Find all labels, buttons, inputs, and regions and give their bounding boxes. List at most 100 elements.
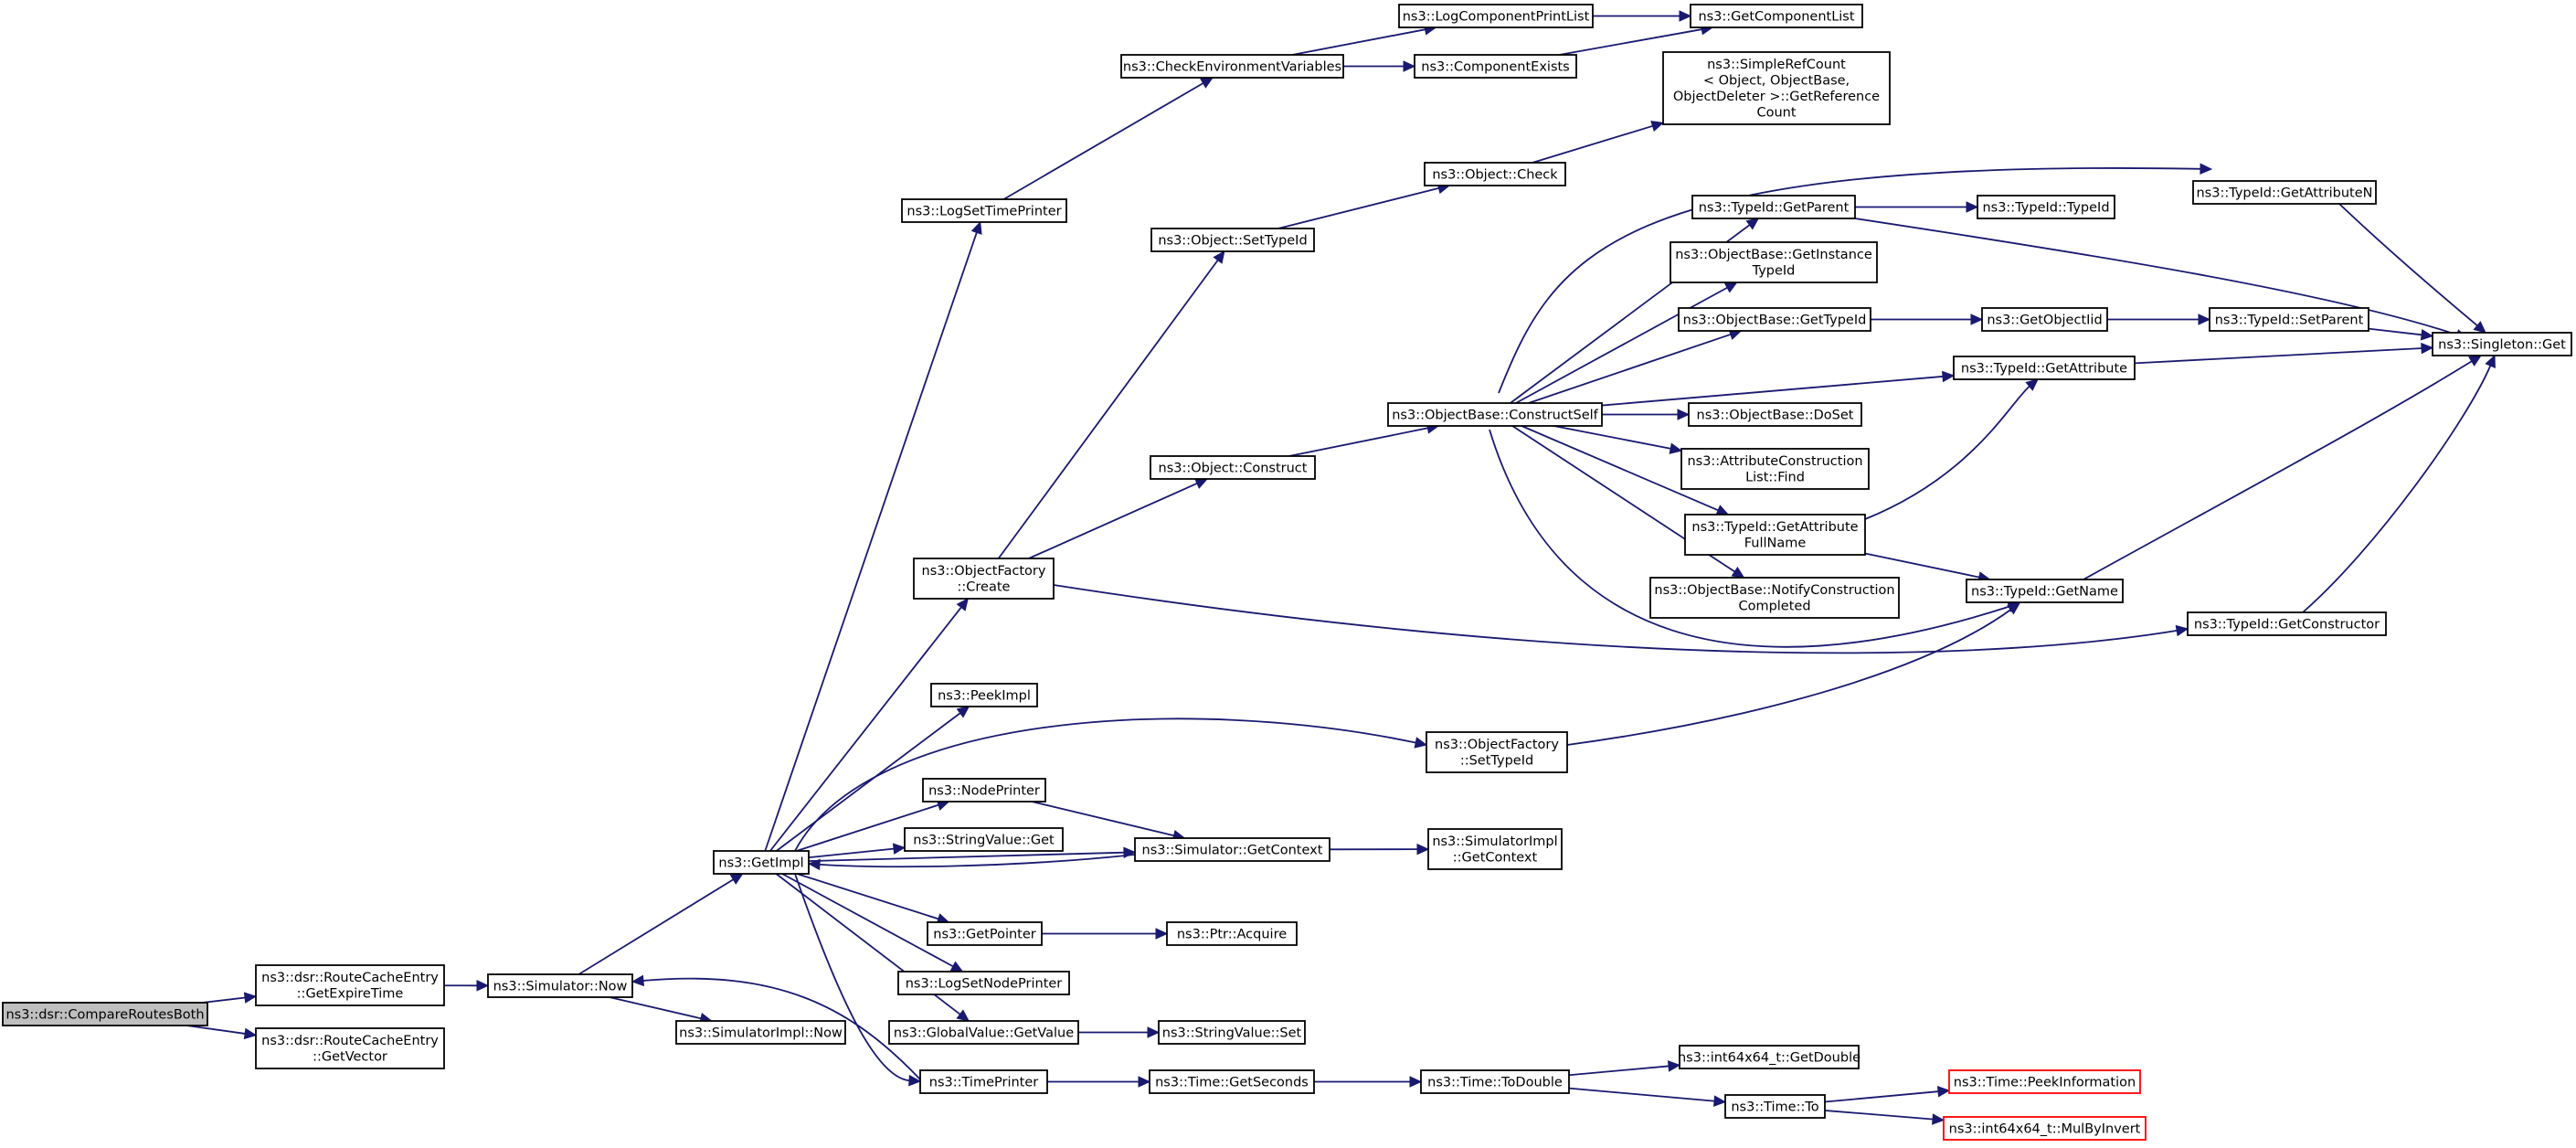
node-box [255, 964, 445, 1006]
node-box [255, 1027, 445, 1069]
node-ns3-globalvalue-getvalue[interactable]: ns3::GlobalValue::GetValue [888, 1020, 1079, 1045]
node-ns3-stringvalue-get[interactable]: ns3::StringValue::Get [904, 827, 1064, 852]
node-label: ns3::ObjectFactory [1435, 738, 1559, 752]
node-box [1150, 228, 1315, 252]
node-ns3-time-getseconds[interactable]: ns3::Time::GetSeconds [1149, 1069, 1315, 1094]
node-label: ns3::TypeId::GetAttribute [1691, 520, 1858, 535]
node-ns3-peekimpl[interactable]: ns3::PeekImpl [930, 683, 1038, 707]
node-ns3-typeid-typeid[interactable]: ns3::TypeId::TypeId [1977, 195, 2115, 219]
node-label: ns3::ObjectBase::GetTypeId [1683, 313, 1867, 327]
node-ns3-objectbase-constructself[interactable]: ns3::ObjectBase::ConstructSelf [1387, 402, 1603, 427]
node-ns3-simplerefcount-object-objectbase-objectdeleter-getreference-count[interactable]: ns3::SimpleRefCount< Object, ObjectBase,… [1662, 51, 1891, 125]
call-edge-n7-to-n16 [997, 250, 1225, 559]
node-ns3-objectbase-gettypeid[interactable]: ns3::ObjectBase::GetTypeId [1678, 307, 1871, 332]
node-ns3-time-peekinformation[interactable]: ns3::Time::PeekInformation [1948, 1069, 2141, 1094]
node-ns3-int64x64-t-mulbyinvert[interactable]: ns3::int64x64_t::MulByInvert [1943, 1116, 2147, 1141]
node-ns3-stringvalue-set[interactable]: ns3::StringValue::Set [1158, 1020, 1306, 1045]
node-ns3-dsr-compareroutesboth[interactable]: ns3::dsr::CompareRoutesBoth [2, 1002, 208, 1026]
call-edge-n41-to-n45 [2107, 314, 2211, 325]
node-box [2209, 307, 2369, 332]
node-ns3-logcomponentprintlist[interactable]: ns3::LogComponentPrintList [1398, 4, 1594, 28]
node-ns3-componentexists[interactable]: ns3::ComponentExists [1414, 54, 1577, 79]
node-box [901, 198, 1067, 223]
call-edge-n23-to-n29 [1559, 24, 1714, 56]
node-ns3-simulatorimpl-getcontext[interactable]: ns3::SimulatorImpl::GetContext [1427, 828, 1563, 870]
node-label: ::SetTypeId [1460, 754, 1533, 769]
node-ns3-simulatorimpl-now[interactable]: ns3::SimulatorImpl::Now [675, 1020, 846, 1045]
node-box [1149, 1069, 1315, 1094]
node-ns3-logsettimeprinter[interactable]: ns3::LogSetTimePrinter [901, 198, 1067, 223]
node-ns3-simulator-getcontext[interactable]: ns3::Simulator::GetContext [1134, 837, 1330, 862]
call-edge-n14-to-n21 [1047, 1076, 1151, 1088]
node-ns3-getpointer[interactable]: ns3::GetPointer [927, 921, 1043, 946]
node-box [1426, 731, 1568, 773]
node-ns3-typeid-getconstructor[interactable]: ns3::TypeId::GetConstructor [2187, 611, 2387, 636]
node-label: TypeId [1752, 264, 1796, 279]
call-edge-n3-to-n4 [578, 873, 744, 975]
call-edge-n24-to-n30 [1532, 120, 1665, 164]
call-edge-n6-to-n15 [1003, 77, 1214, 200]
node-ns3-getcomponentlist[interactable]: ns3::GetComponentList [1690, 4, 1863, 28]
node-label: ns3::GetObjectIid [1987, 313, 2102, 327]
call-edge-n25-to-n35 [1553, 425, 1683, 454]
node-ns3-getimpl[interactable]: ns3::GetImpl [713, 850, 810, 875]
call-edge-n11-to-n19 [1042, 928, 1169, 940]
node-ns3-time-to[interactable]: ns3::Time::To [1724, 1094, 1826, 1119]
node-ns3-typeid-getparent[interactable]: ns3::TypeId::GetParent [1691, 195, 1856, 219]
node-label: ns3::SimulatorImpl [1432, 834, 1557, 849]
call-edge-n15-to-n23 [1343, 60, 1416, 72]
call-edge-n21-to-n28 [1314, 1076, 1423, 1088]
node-ns3-ptr-acquire[interactable]: ns3::Ptr::Acquire [1166, 921, 1298, 946]
node-label: FullName [1744, 537, 1807, 551]
node-label: Completed [1738, 600, 1810, 614]
node-ns3-singleton-get[interactable]: ns3::Singleton::Get [2432, 332, 2572, 356]
node-ns3-objectbase-doset[interactable]: ns3::ObjectBase::DoSet [1688, 402, 1862, 427]
node-label: ns3::ObjectBase::GetInstance [1675, 248, 1872, 262]
node-box [1427, 828, 1563, 870]
call-edge-n18-to-n27 [1329, 843, 1430, 856]
node-box [1424, 162, 1566, 186]
node-label: ns3::TypeId::SetParent [2215, 313, 2364, 327]
node-ns3-dsr-routecacheentry-getvector[interactable]: ns3::dsr::RouteCacheEntry::GetVector [255, 1027, 445, 1069]
node-label: ns3::SimulatorImpl::Now [679, 1026, 843, 1040]
call-edge-n43-to-n47 [2083, 355, 2483, 580]
node-ns3-time-todouble[interactable]: ns3::Time::ToDouble [1420, 1069, 1570, 1094]
node-box [1981, 307, 2108, 332]
node-ns3-typeid-getname[interactable]: ns3::TypeId::GetName [1966, 579, 2124, 603]
node-ns3-object-check[interactable]: ns3::Object::Check [1424, 162, 1566, 186]
node-ns3-typeid-getattributen[interactable]: ns3::TypeId::GetAttributeN [2192, 180, 2377, 205]
node-ns3-simulator-now[interactable]: ns3::Simulator::Now [487, 973, 633, 998]
node-ns3-timeprinter[interactable]: ns3::TimePrinter [919, 1069, 1048, 1094]
call-edge-n4-to-n11 [796, 873, 950, 925]
node-ns3-typeid-getattribute[interactable]: ns3::TypeId::GetAttribute [1953, 356, 2136, 380]
call-edge-n31-to-n40 [1855, 201, 1979, 213]
node-box [922, 778, 1046, 803]
call-edge-n7-to-n17 [1028, 478, 1209, 559]
call-edge-n25-to-n42 [1601, 370, 1956, 407]
node-box [1948, 1069, 2141, 1094]
node-ns3-dsr-routecacheentry-getexpiretime[interactable]: ns3::dsr::RouteCacheEntry::GetExpireTime [255, 964, 445, 1006]
node-box [919, 1069, 1048, 1094]
call-edge-n4-to-n7 [769, 598, 969, 852]
call-edge-n4-to-n26 [794, 718, 1428, 852]
node-ns3-typeid-setparent[interactable]: ns3::TypeId::SetParent [2209, 307, 2369, 332]
node-ns3-objectbase-notifyconstruction-completed[interactable]: ns3::ObjectBase::NotifyConstructionCompl… [1649, 577, 1900, 619]
node-ns3-object-settypeid[interactable]: ns3::Object::SetTypeId [1150, 228, 1315, 252]
call-edge-n3-to-n5 [609, 996, 713, 1025]
call-edge-n7-to-n46 [1053, 584, 2189, 654]
node-ns3-object-construct[interactable]: ns3::Object::Construct [1150, 455, 1316, 480]
node-ns3-nodeprinter[interactable]: ns3::NodePrinter [922, 778, 1046, 803]
node-ns3-getobjectiid[interactable]: ns3::GetObjectIid [1981, 307, 2108, 332]
node-ns3-objectfactory-settypeid[interactable]: ns3::ObjectFactory::SetTypeId [1426, 731, 1568, 773]
node-box [1387, 402, 1603, 427]
node-ns3-logsetnodeprinter[interactable]: ns3::LogSetNodePrinter [897, 971, 1070, 995]
node-ns3-checkenvironmentvariables[interactable]: ns3::CheckEnvironmentVariables [1120, 54, 1344, 79]
node-ns3-int64x64-t-getdouble[interactable]: ns3::int64x64_t::GetDouble [1678, 1045, 1860, 1069]
call-edge-n33-to-n41 [1871, 314, 1984, 325]
node-label: ns3::SimpleRefCount [1707, 58, 1846, 72]
call-edge-n46-to-n47 [2302, 354, 2496, 613]
node-ns3-objectfactory-create[interactable]: ns3::ObjectFactory::Create [913, 558, 1055, 600]
